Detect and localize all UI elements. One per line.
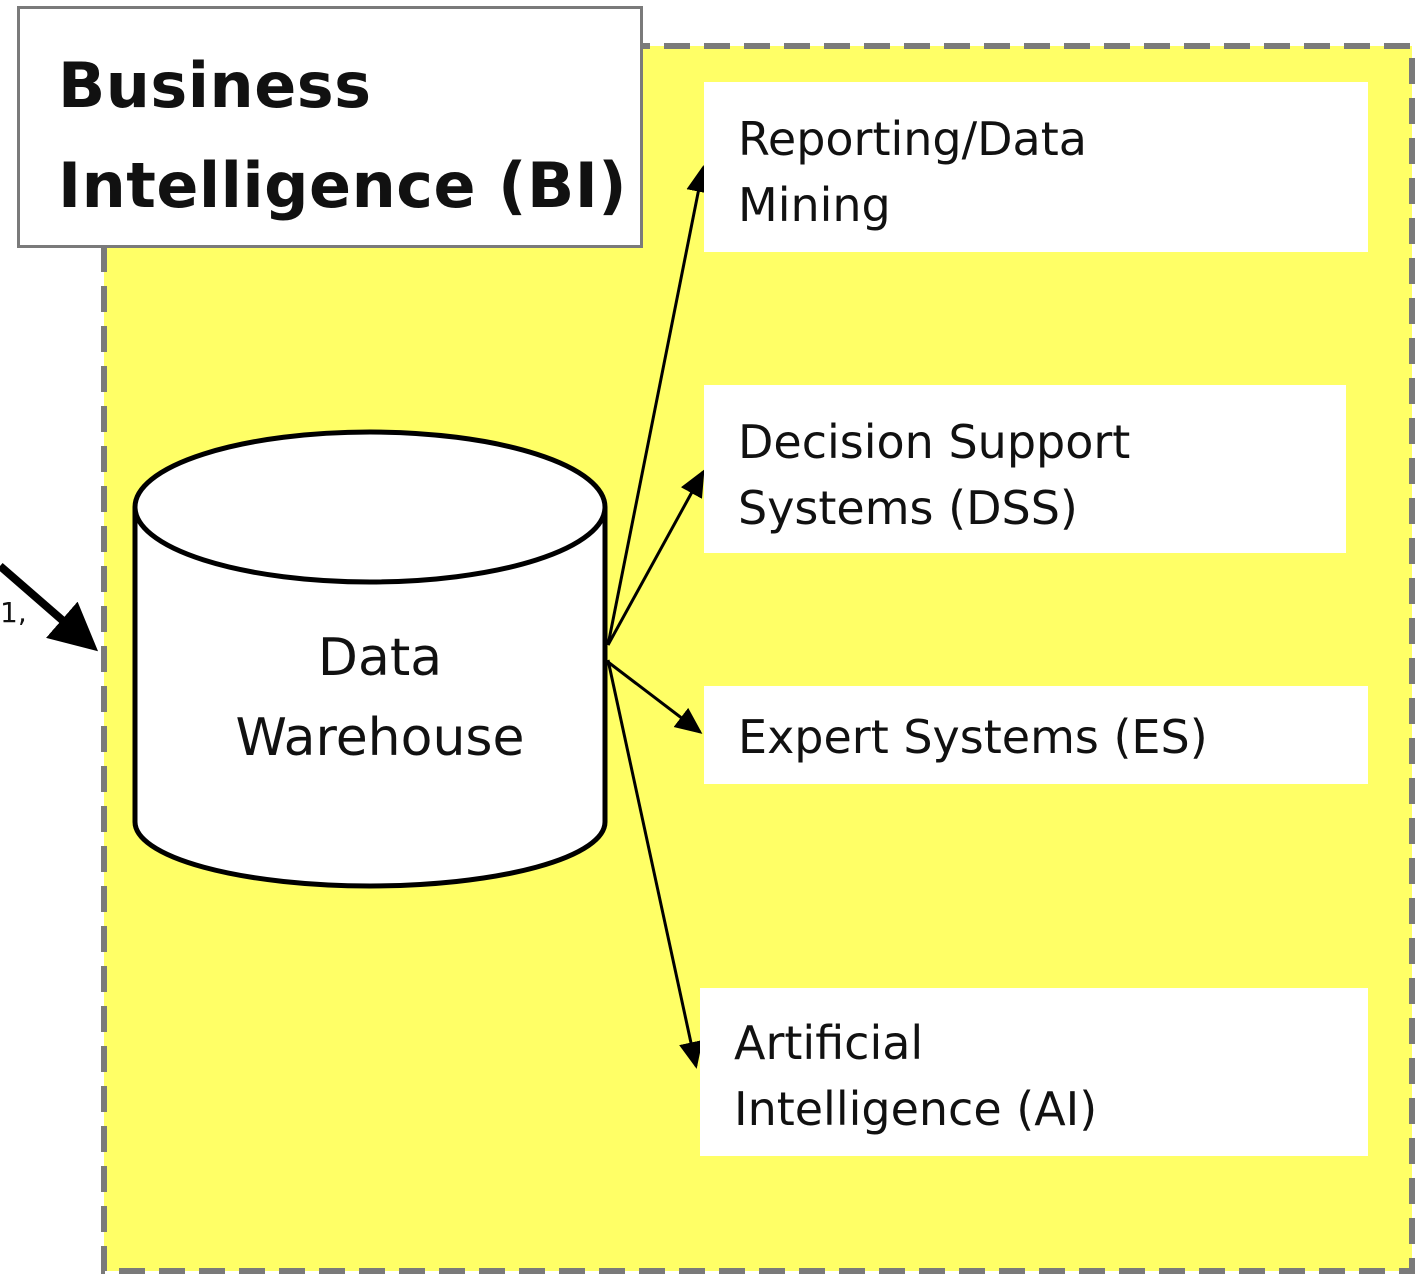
arrow-to-reporting	[606, 165, 711, 646]
data-warehouse-label-line1: Data	[317, 628, 443, 688]
output-expert-systems: Expert Systems (ES)	[704, 686, 1368, 784]
data-warehouse-label-line2: Warehouse	[235, 708, 525, 768]
output-ai-line1: Artificial	[734, 1016, 924, 1070]
output-decision-support-systems: Decision Support Systems (DSS)	[704, 385, 1346, 553]
bi-title-line1: Business	[58, 49, 372, 122]
incoming-label-fragment: 1,	[0, 596, 27, 629]
output-dss-line1: Decision Support	[738, 415, 1131, 469]
arrow-to-dss	[606, 469, 705, 646]
incoming-arrow	[0, 562, 99, 652]
data-warehouse-cylinder	[132, 429, 608, 889]
output-ai-line2: Intelligence (AI)	[734, 1082, 1098, 1136]
bi-title-line2: Intelligence (BI)	[58, 149, 628, 222]
output-artificial-intelligence: Artificial Intelligence (AI)	[700, 988, 1368, 1156]
output-reporting-line1: Reporting/Data	[738, 112, 1087, 166]
bi-title-box: Business Intelligence (BI)	[17, 6, 643, 248]
output-es-line1: Expert Systems (ES)	[738, 710, 1208, 764]
arrow-to-ai	[606, 659, 703, 1069]
output-reporting-data-mining: Reporting/Data Mining	[704, 82, 1368, 252]
output-dss-line2: Systems (DSS)	[738, 481, 1078, 535]
arrow-to-es	[607, 660, 703, 734]
output-reporting-line2: Mining	[738, 178, 891, 232]
